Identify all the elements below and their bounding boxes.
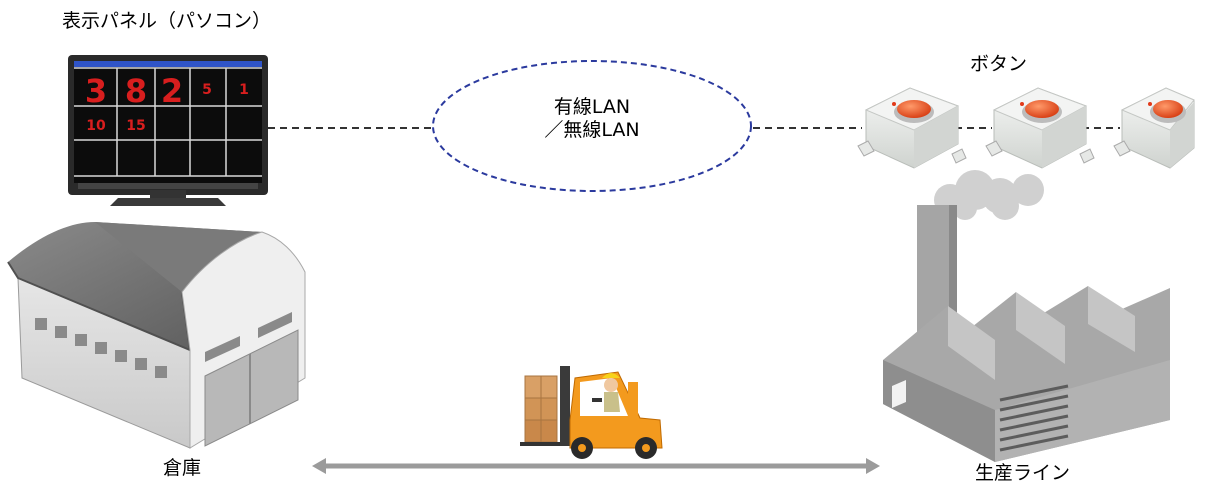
monitor-cell-2: 8 <box>125 72 147 110</box>
warehouse-label: 倉庫 <box>163 457 202 479</box>
push-button-icon <box>1113 87 1195 169</box>
warehouse-icon <box>7 222 306 449</box>
network-label-line2: ／無線LAN <box>544 118 640 141</box>
production-line-label: 生産ライン <box>975 462 1071 484</box>
forklift-icon <box>520 366 663 459</box>
push-button-icon <box>857 87 967 169</box>
factory-icon <box>883 170 1170 462</box>
monitor-cell-3: 2 <box>161 72 183 110</box>
display-panel-label: 表示パネル（パソコン） <box>62 10 272 32</box>
monitor-cell-6: 10 <box>86 118 106 134</box>
monitor-cell-7: 15 <box>126 118 145 134</box>
monitor-cell-4: 5 <box>202 82 212 98</box>
push-button-icon <box>985 87 1095 169</box>
monitor-icon <box>68 55 268 206</box>
buttons-label: ボタン <box>970 53 1028 75</box>
network-label: 有線LAN ／無線LAN <box>512 96 672 142</box>
network-label-line1: 有線LAN <box>553 96 631 118</box>
flow-arrow <box>312 458 880 474</box>
network-ellipse <box>432 60 752 192</box>
monitor-cell-1: 3 <box>85 72 107 110</box>
monitor-cell-5: 1 <box>239 82 249 98</box>
